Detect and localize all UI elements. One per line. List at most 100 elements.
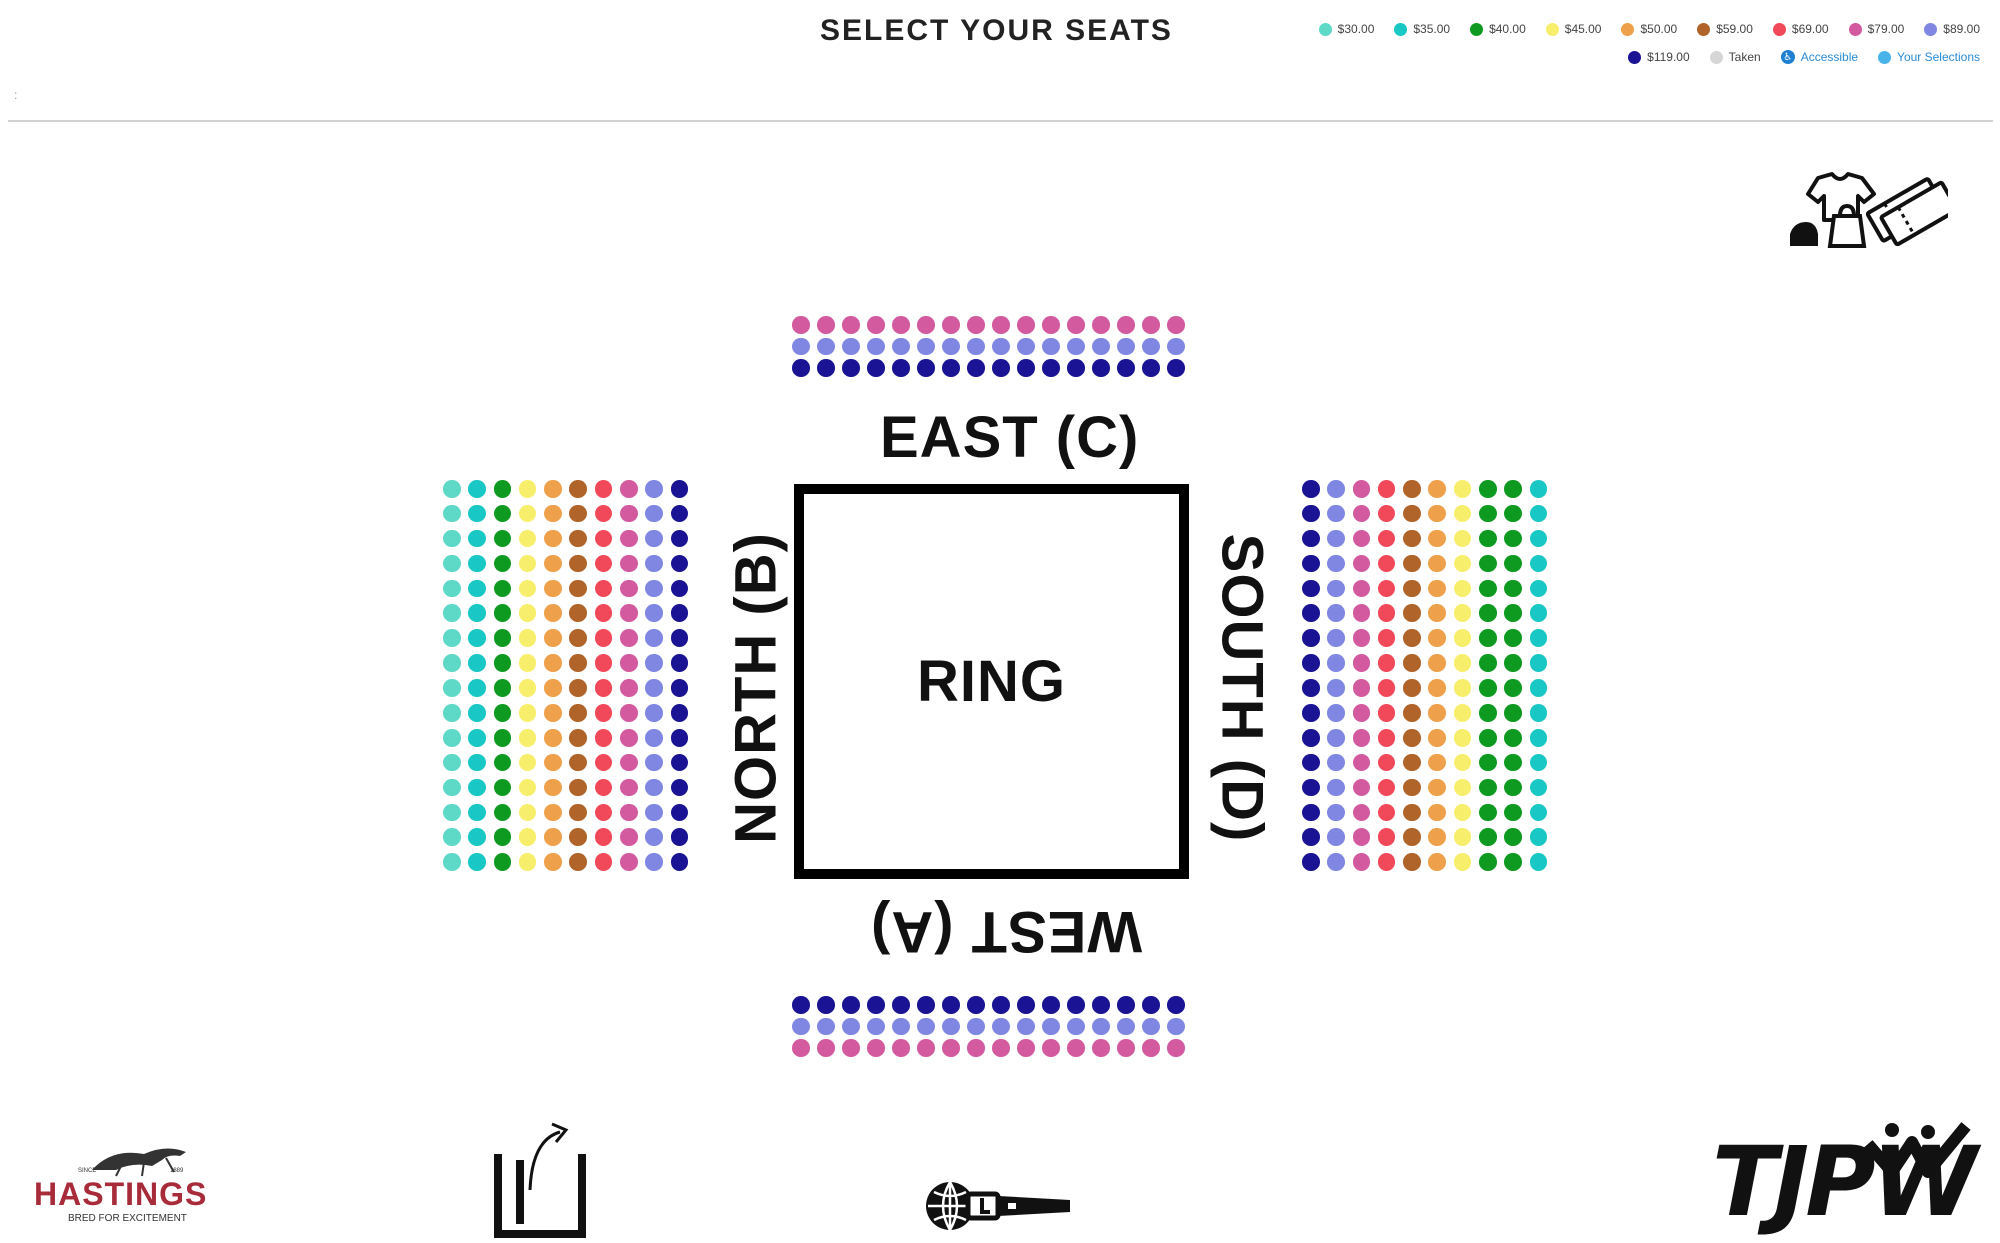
seat[interactable] [1142, 996, 1160, 1014]
seat[interactable] [942, 996, 960, 1014]
seat[interactable] [645, 828, 663, 847]
seat[interactable] [443, 554, 461, 573]
seat[interactable] [544, 604, 562, 623]
seat[interactable] [620, 480, 638, 498]
seat[interactable] [645, 654, 663, 672]
seat[interactable] [1067, 337, 1085, 356]
seat[interactable] [645, 579, 663, 598]
seat[interactable] [1067, 1017, 1085, 1036]
seat[interactable] [443, 803, 461, 822]
seat[interactable] [1377, 504, 1396, 523]
seat[interactable] [1479, 504, 1497, 523]
seat[interactable] [892, 359, 910, 377]
seat[interactable] [967, 1017, 985, 1036]
seat[interactable] [1479, 728, 1497, 747]
seat[interactable] [594, 529, 613, 548]
seat[interactable] [1453, 679, 1472, 697]
seat[interactable] [1352, 828, 1371, 847]
seat[interactable] [1327, 679, 1345, 697]
seat[interactable] [544, 704, 562, 722]
seat[interactable] [1352, 480, 1371, 498]
seat[interactable] [670, 704, 689, 722]
seat[interactable] [1327, 554, 1345, 573]
seat[interactable] [1327, 504, 1345, 523]
seat[interactable] [1428, 604, 1447, 623]
seat[interactable] [544, 728, 562, 747]
seat[interactable] [1529, 654, 1548, 672]
seat[interactable] [569, 554, 588, 573]
seat[interactable] [670, 728, 689, 747]
seat[interactable] [1453, 778, 1472, 797]
seat[interactable] [792, 1017, 810, 1036]
seat[interactable] [1504, 679, 1522, 697]
seat[interactable] [594, 679, 613, 697]
seat[interactable] [867, 337, 885, 356]
seat[interactable] [942, 359, 960, 377]
seat[interactable] [1504, 654, 1522, 672]
seat[interactable] [594, 579, 613, 598]
seat[interactable] [594, 554, 613, 573]
seat[interactable] [1453, 504, 1472, 523]
seat[interactable] [1117, 1017, 1135, 1036]
seat[interactable] [992, 996, 1010, 1014]
seat[interactable] [443, 654, 461, 672]
seat[interactable] [544, 654, 562, 672]
seat[interactable] [1428, 828, 1447, 847]
seat[interactable] [1302, 579, 1320, 598]
seat[interactable] [544, 778, 562, 797]
seat[interactable] [1403, 504, 1421, 523]
seat[interactable] [1453, 828, 1472, 847]
seat[interactable] [1302, 504, 1320, 523]
seat[interactable] [1428, 778, 1447, 797]
seat[interactable] [1017, 359, 1035, 377]
seat[interactable] [620, 828, 638, 847]
seat[interactable] [468, 778, 486, 797]
seat[interactable] [1453, 629, 1472, 647]
seat[interactable] [1529, 579, 1548, 598]
seat[interactable] [544, 679, 562, 697]
seat[interactable] [468, 604, 486, 623]
seat[interactable] [443, 704, 461, 722]
seat[interactable] [620, 604, 638, 623]
seat[interactable] [1403, 554, 1421, 573]
seat[interactable] [1529, 629, 1548, 647]
seat[interactable] [1428, 554, 1447, 573]
seat[interactable] [645, 853, 663, 871]
seat[interactable] [1377, 828, 1396, 847]
seat[interactable] [670, 803, 689, 822]
seat[interactable] [645, 504, 663, 523]
seat[interactable] [443, 480, 461, 498]
seat[interactable] [892, 1039, 910, 1057]
seat[interactable] [518, 728, 537, 747]
seat[interactable] [594, 480, 613, 498]
seat[interactable] [1428, 753, 1447, 772]
seat[interactable] [1377, 629, 1396, 647]
seat[interactable] [620, 554, 638, 573]
seat[interactable] [1479, 629, 1497, 647]
seat[interactable] [594, 728, 613, 747]
seat[interactable] [1428, 629, 1447, 647]
seat[interactable] [842, 1017, 860, 1036]
seat[interactable] [1453, 728, 1472, 747]
seat[interactable] [569, 828, 588, 847]
seat[interactable] [1529, 480, 1548, 498]
seat[interactable] [1352, 629, 1371, 647]
seat[interactable] [544, 480, 562, 498]
seat[interactable] [1529, 604, 1548, 623]
seat[interactable] [443, 604, 461, 623]
seat[interactable] [1428, 803, 1447, 822]
seat[interactable] [1504, 753, 1522, 772]
seat[interactable] [493, 853, 512, 871]
seat[interactable] [1403, 728, 1421, 747]
seat[interactable] [468, 728, 486, 747]
seat[interactable] [917, 316, 935, 334]
seat[interactable] [1377, 778, 1396, 797]
seat[interactable] [1453, 654, 1472, 672]
seat[interactable] [620, 679, 638, 697]
seat[interactable] [620, 654, 638, 672]
seat[interactable] [1479, 679, 1497, 697]
seat[interactable] [792, 996, 810, 1014]
seat[interactable] [493, 504, 512, 523]
seat[interactable] [1504, 853, 1522, 871]
seat[interactable] [1092, 337, 1110, 356]
